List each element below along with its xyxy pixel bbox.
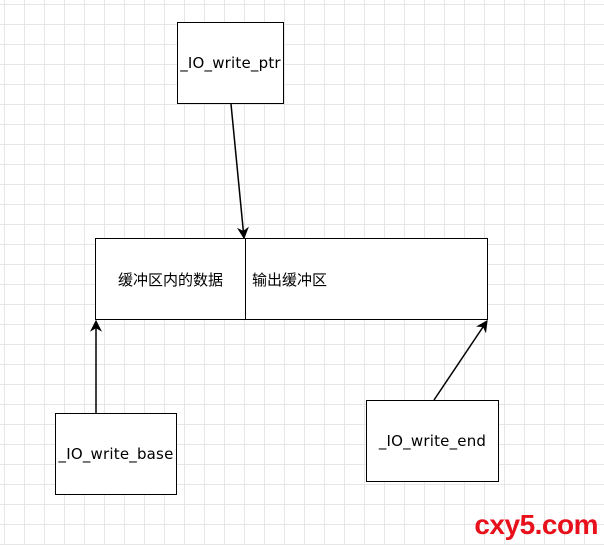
io-write-end-box: _IO_write_end [366, 400, 499, 482]
buffer-rect: 缓冲区内的数据 输出缓冲区 [95, 238, 488, 320]
io-write-base-label: _IO_write_base [58, 445, 174, 463]
io-write-ptr-box: _IO_write_ptr [177, 22, 284, 104]
output-buffer-cell: 输出缓冲区 [246, 239, 487, 319]
output-buffer-label: 输出缓冲区 [252, 270, 328, 289]
buffer-data-cell: 缓冲区内的数据 [96, 239, 246, 319]
io-write-ptr-label: _IO_write_ptr [180, 54, 281, 72]
io-write-base-box: _IO_write_base [55, 413, 177, 495]
buffer-data-label: 缓冲区内的数据 [117, 270, 223, 289]
arrow-ptr-to-buffer [230, 103, 249, 240]
watermark-logo: cxy5.com [474, 509, 598, 540]
io-write-end-label: _IO_write_end [378, 432, 487, 450]
arrow-end-to-buffer [433, 320, 488, 401]
